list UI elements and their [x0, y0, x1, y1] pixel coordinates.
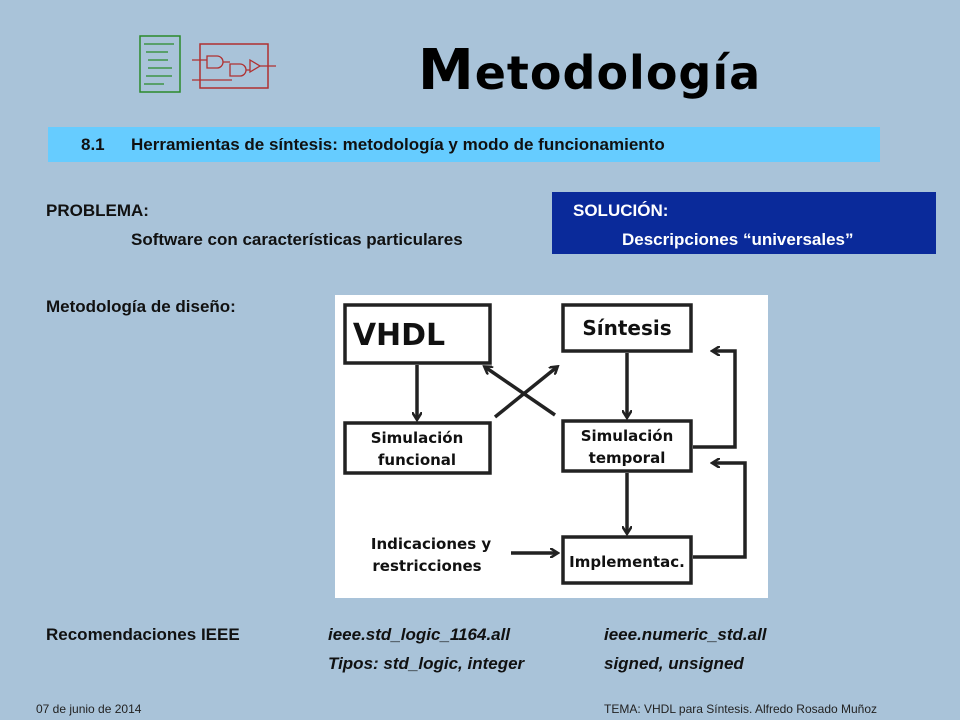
title-rest: etodología [474, 46, 762, 100]
indicaciones-label-2: restricciones [372, 557, 481, 575]
indicaciones-label-1: Indicaciones y [371, 535, 491, 553]
sintesis-label: Síntesis [582, 316, 671, 340]
logo-sketch-icon [139, 35, 276, 93]
sim-temporal-box [561, 419, 693, 473]
problem-text: Software con características particulare… [131, 230, 463, 249]
types-std-logic: Tipos: std_logic, integer [328, 654, 525, 673]
sim-funcional-label-1: Simulación [371, 429, 464, 447]
design-flow-diagram: VHDL Síntesis Simulación funcional Simul… [335, 295, 768, 598]
arrow-impl-loop [693, 463, 747, 559]
footer-date: 07 de junio de 2014 [36, 702, 142, 716]
recommendations-label: Recomendaciones IEEE [46, 625, 240, 644]
section-title: Herramientas de síntesis: metodología y … [131, 134, 665, 154]
section-number: 8.1 [81, 134, 105, 154]
sintesis-box [561, 303, 693, 353]
vhdl-box [343, 303, 492, 365]
sim-temporal-label-1: Simulación [581, 427, 674, 445]
section-header-bar: 8.1 Herramientas de síntesis: metodologí… [48, 127, 880, 162]
arrow-cross-to-sintesis [493, 367, 557, 419]
arrow-simtemp-loop [693, 351, 737, 449]
solution-box: SOLUCIÓN: Descripciones “universales” [552, 192, 936, 254]
sim-funcional-box [343, 421, 492, 475]
implementac-label: Implementac. [569, 553, 685, 571]
library-numeric-std: ieee.numeric_std.all [604, 625, 767, 644]
solution-text: Descripciones “universales” [622, 230, 854, 249]
sim-temporal-label-2: temporal [589, 449, 666, 467]
sim-funcional-label-2: funcional [378, 451, 456, 469]
types-signed: signed, unsigned [604, 654, 744, 673]
methodology-label: Metodología de diseño: [46, 297, 236, 316]
vhdl-label: VHDL [353, 318, 445, 353]
library-1164: ieee.std_logic_1164.all [328, 625, 511, 644]
arrow-cross-to-vhdl [485, 367, 556, 417]
page-title: Metodología [418, 38, 762, 103]
implementac-box [561, 535, 693, 585]
problem-label: PROBLEMA: [46, 201, 149, 220]
footer-topic: TEMA: VHDL para Síntesis. Alfredo Rosado… [604, 702, 878, 716]
solution-label: SOLUCIÓN: [573, 201, 669, 220]
